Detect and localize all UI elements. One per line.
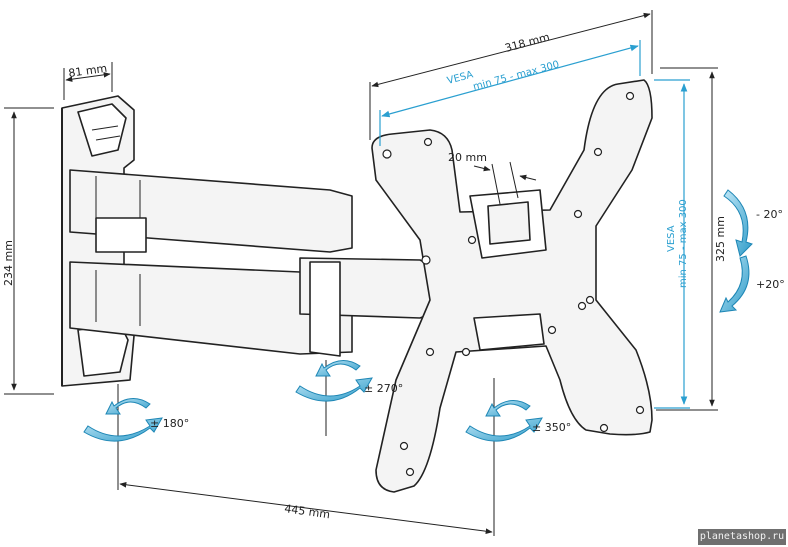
vesa-lines — [379, 40, 690, 409]
mounting-plate — [371, 79, 653, 493]
mounting-holes — [382, 91, 645, 477]
articulating-arms — [69, 169, 441, 357]
plate-width-label: 318 mm — [503, 30, 551, 54]
tilt-arrows — [719, 189, 753, 313]
vesa-horizontal-range: min 75 - max 300 — [472, 59, 561, 93]
tilt-down-label: - 20° — [756, 208, 783, 221]
arm-rotation-label: ± 270° — [364, 382, 403, 395]
depth-label: 81 mm — [68, 62, 108, 80]
vesa-vertical-title: VESA — [666, 225, 677, 252]
watermark: planetashop.ru — [698, 529, 786, 545]
vesa-horizontal-title: VESA — [446, 69, 475, 87]
wall-height-label: 234 mm — [2, 240, 15, 286]
vesa-vertical-range: min 75 - max 300 — [678, 199, 689, 288]
rotation-arrow-plate — [465, 400, 543, 442]
plate-rotation-label: ± 350° — [532, 421, 571, 434]
tilt-up-label: +20° — [756, 278, 785, 291]
rotation-arrow-arm — [295, 360, 373, 402]
hole-spacing-label: 20 mm — [448, 151, 487, 164]
plate-height-label: 325 mm — [714, 216, 727, 262]
wall-rotation-label: ± 180° — [150, 417, 189, 430]
rotation-arrow-wall — [83, 398, 163, 442]
extension-label: 445 mm — [284, 502, 331, 521]
